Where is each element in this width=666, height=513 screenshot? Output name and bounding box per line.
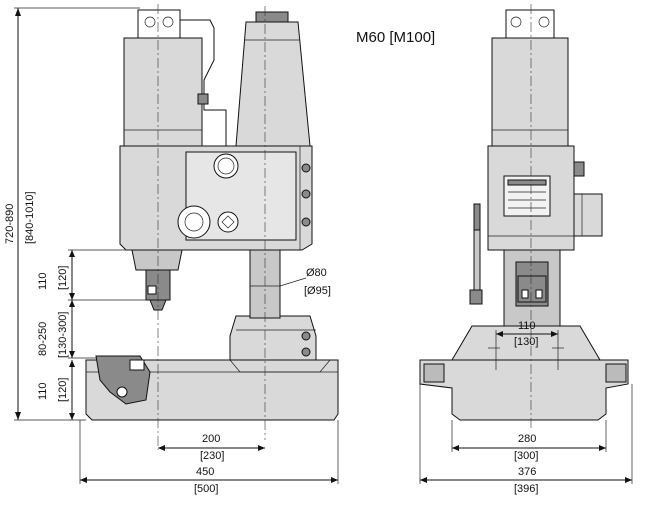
front-view xyxy=(419,4,629,430)
front-base-left-clamp xyxy=(423,363,445,383)
stroke-height-label: 110 xyxy=(37,272,49,290)
slot-spacing-alt-label: [130] xyxy=(514,336,538,348)
throat-height-label: 80-250 xyxy=(37,322,49,356)
model-title: M60 [M100] xyxy=(356,29,435,46)
column-diameter-label: Ø80 xyxy=(306,267,327,279)
column-diameter-alt-label: [Ø95] xyxy=(304,285,331,297)
reach-alt-label: [230] xyxy=(200,450,224,462)
base-height-label: 110 xyxy=(37,382,49,400)
front-motor xyxy=(491,37,569,147)
side-support xyxy=(229,315,317,361)
base-length-label: 450 xyxy=(196,466,214,478)
base-length-alt-label: [500] xyxy=(194,483,218,495)
front-side-motor xyxy=(573,193,603,237)
front-lever xyxy=(473,203,481,231)
base-width-alt-label: [396] xyxy=(514,483,538,495)
base-height-alt-label: [120] xyxy=(57,378,69,402)
table-width-label: 280 xyxy=(518,433,536,445)
base-width-label: 376 xyxy=(518,466,536,478)
dimensions xyxy=(14,7,633,484)
side-spindle xyxy=(131,249,183,271)
overall-height-alt-label: [840-1010] xyxy=(24,191,36,244)
stroke-height-alt-label: [120] xyxy=(57,266,69,290)
side-view xyxy=(85,4,339,450)
side-clamp xyxy=(95,355,151,405)
front-base-right-clamp xyxy=(605,363,627,383)
side-reservoir xyxy=(235,21,311,147)
overall-height-label: 720-890 xyxy=(4,204,16,244)
pressure-gauge xyxy=(213,153,239,179)
slot-spacing-label: 110 xyxy=(518,320,536,332)
side-motor xyxy=(123,37,203,147)
table-width-alt-label: [300] xyxy=(514,450,538,462)
front-base xyxy=(419,359,629,421)
throat-height-alt-label: [130-300] xyxy=(57,312,69,358)
reach-label: 200 xyxy=(202,433,220,445)
